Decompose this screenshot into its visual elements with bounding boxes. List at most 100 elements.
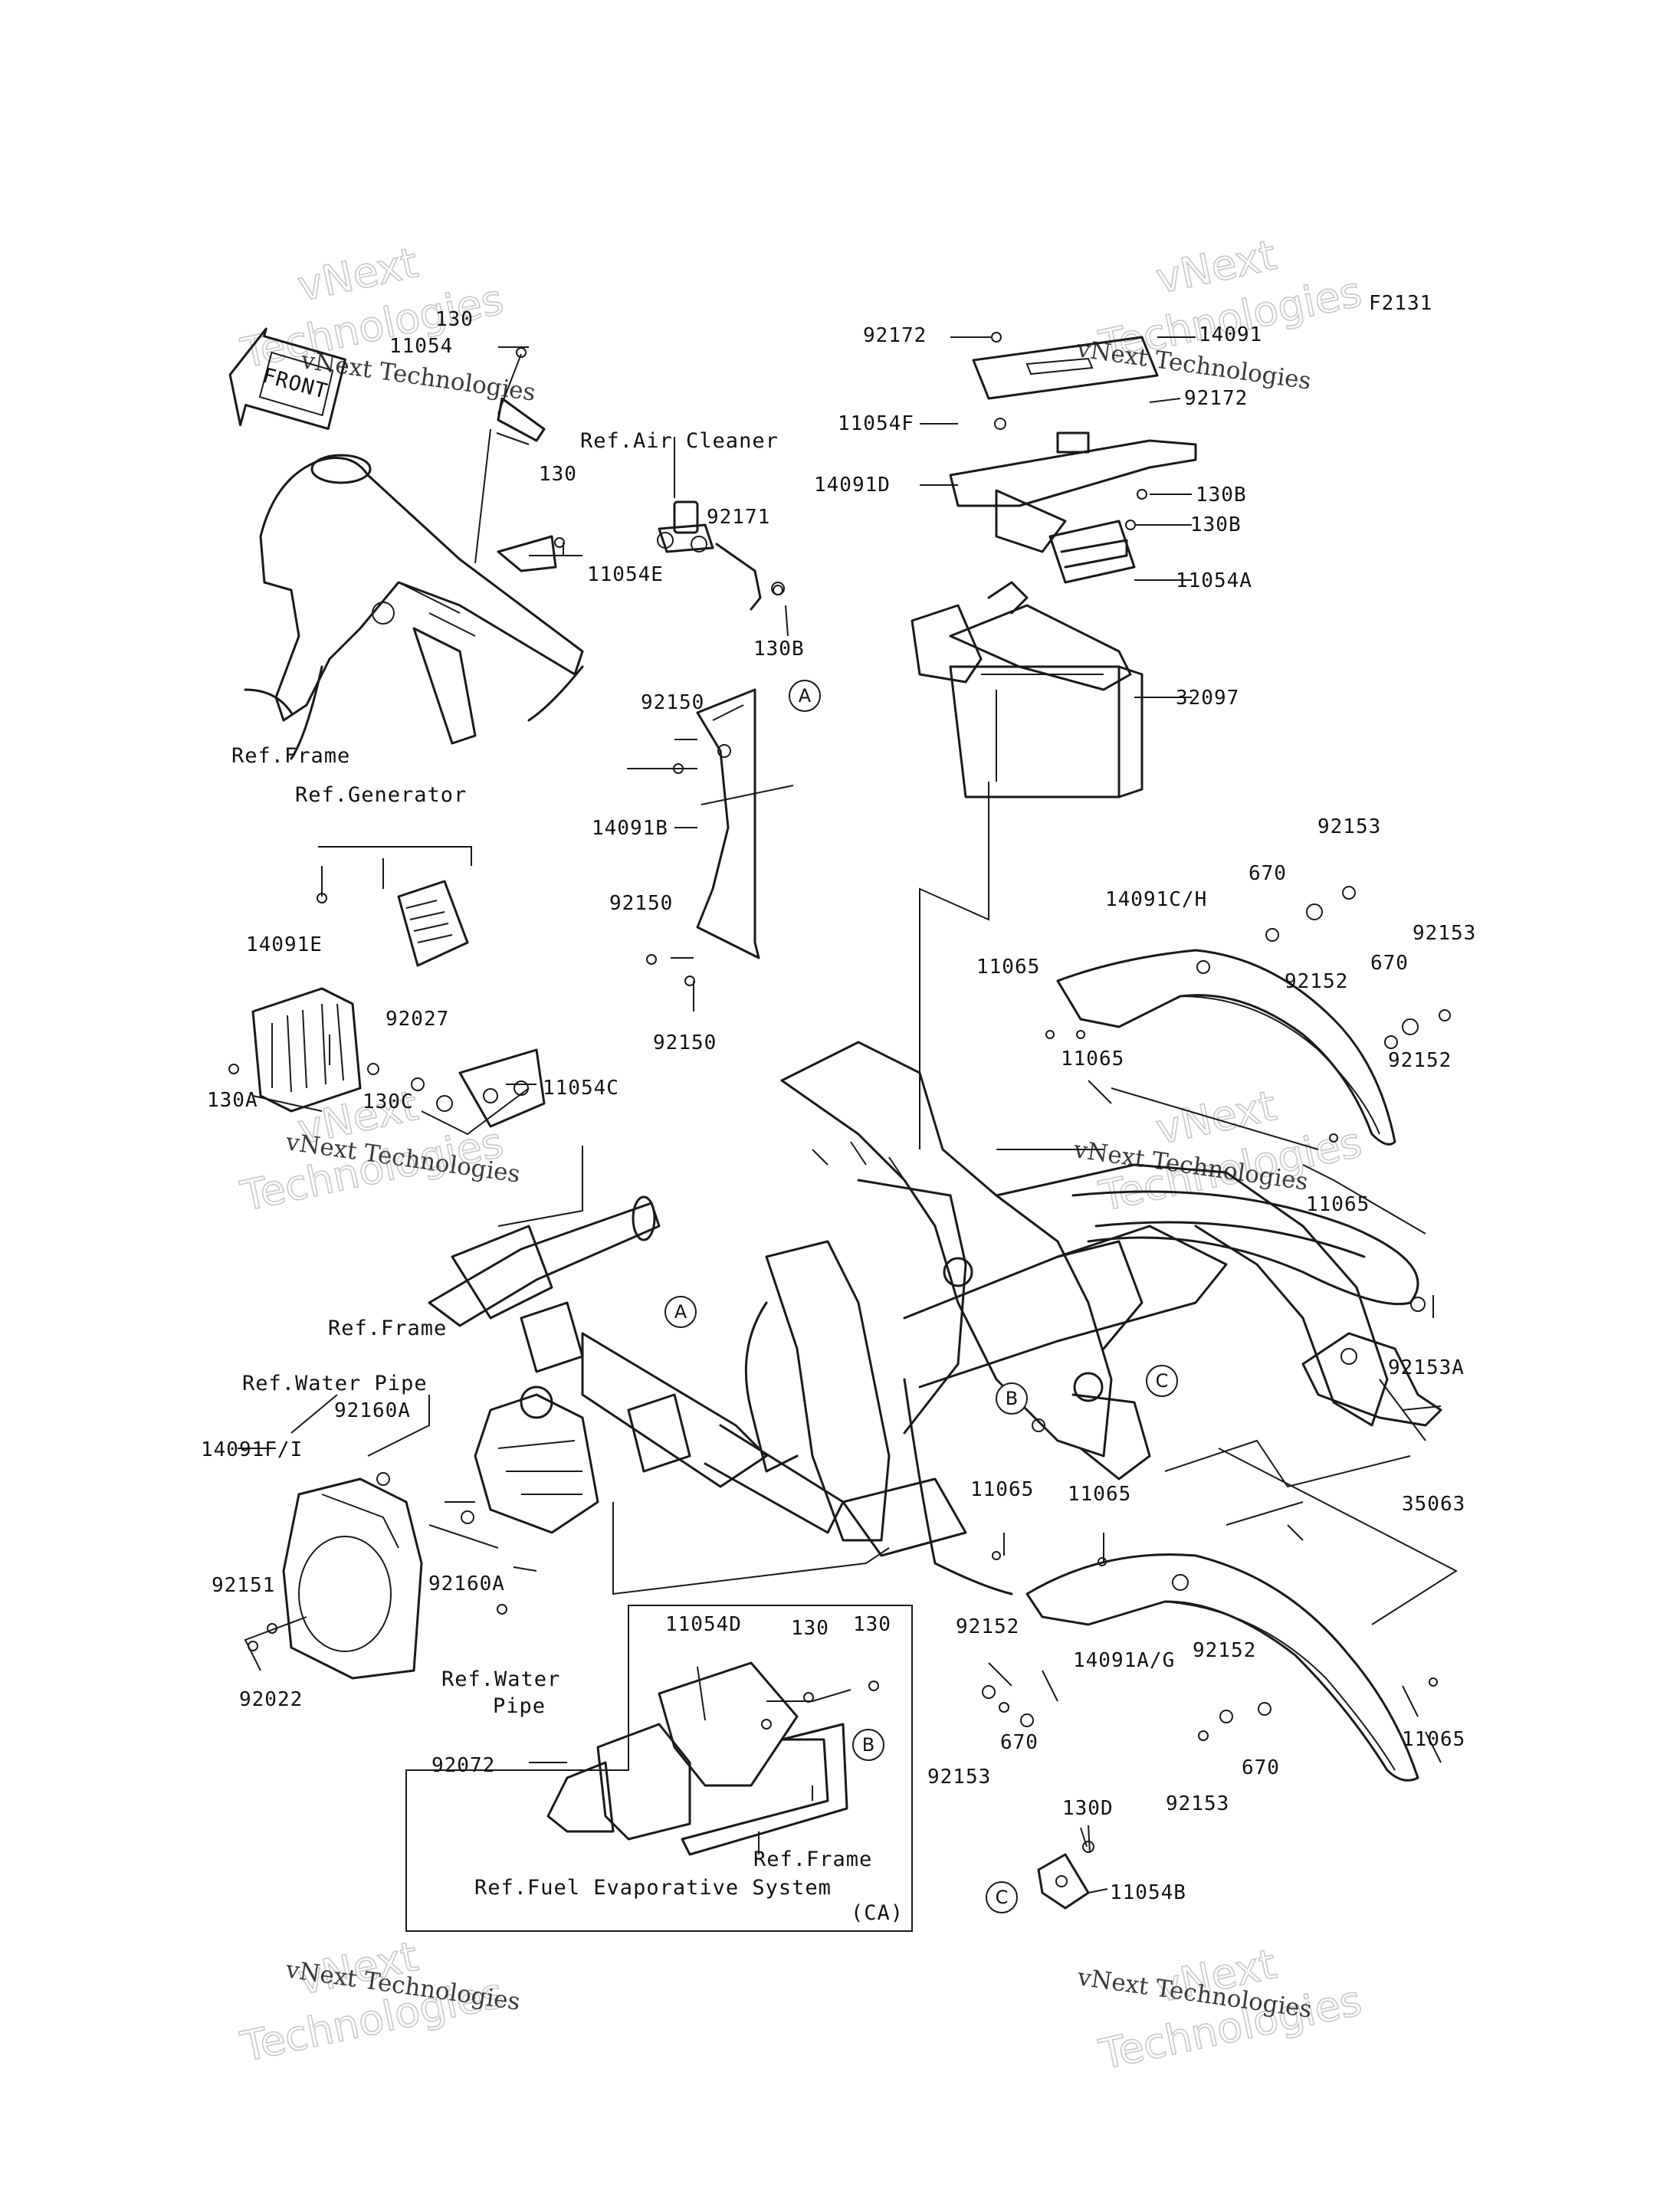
head-tube-frame-drawing xyxy=(244,397,584,760)
part-label: 130A xyxy=(207,1089,258,1112)
marker-a-frame: A xyxy=(664,1296,697,1328)
part-label: 92171 xyxy=(707,506,770,529)
part-label: 92151 xyxy=(212,1574,275,1597)
part-label: 92150 xyxy=(653,1031,717,1054)
part-label: 670 xyxy=(1249,862,1287,885)
part-label: 130B xyxy=(1196,484,1247,507)
part-label: 130 xyxy=(791,1617,829,1640)
main-frame-drawing xyxy=(744,1041,1419,1595)
part-label: 11054A xyxy=(1176,569,1252,592)
part-label: 11065 xyxy=(1402,1728,1465,1751)
part-label: 130C xyxy=(363,1090,414,1113)
part-label: 14091 xyxy=(1199,323,1262,346)
ref-water-pipe-top: Ref.Water Pipe xyxy=(242,1372,428,1395)
ref-water-pipe-bottom: Ref.Water xyxy=(441,1667,560,1691)
part-label: 92172 xyxy=(863,324,927,347)
part-label: 92153 xyxy=(1166,1792,1229,1815)
part-label: 130 xyxy=(435,308,474,331)
part-label: 35063 xyxy=(1402,1493,1465,1516)
part-label: 670 xyxy=(1000,1731,1039,1754)
part-label: 14091F/I xyxy=(201,1438,303,1461)
bracket-11054b-drawing xyxy=(1037,1827,1090,1910)
ref-frame-mid: Ref.Frame xyxy=(328,1317,447,1340)
marker-b-label: B xyxy=(862,1734,874,1756)
marker-b-frame: B xyxy=(996,1382,1028,1415)
part-label: 92152 xyxy=(956,1615,1019,1638)
ref-frame-top: Ref.Frame xyxy=(231,744,350,768)
part-number-labels: 130 11054 130 11054E 92171 130B 92172 14… xyxy=(201,308,1476,1904)
part-label: 92160A xyxy=(334,1399,411,1422)
part-label: 670 xyxy=(1370,952,1409,975)
part-label: 92072 xyxy=(431,1754,495,1777)
part-label: 11065 xyxy=(1068,1483,1131,1506)
part-label: 14091C/H xyxy=(1105,888,1207,911)
marker-c-label: C xyxy=(996,1887,1009,1908)
part-label: 11054B xyxy=(1110,1881,1186,1904)
part-label: 130B xyxy=(753,638,805,661)
ref-ca: (CA) xyxy=(851,1901,904,1925)
ref-air-cleaner: Ref.Air Cleaner xyxy=(580,429,779,453)
part-label: 92152 xyxy=(1193,1639,1256,1662)
marker-a-label: A xyxy=(674,1301,687,1323)
part-label: 130 xyxy=(539,463,577,486)
part-label: 92027 xyxy=(386,1008,449,1031)
bracket-35063-drawing xyxy=(1301,1332,1442,1427)
leader-lines xyxy=(238,336,1459,1894)
marker-c-label: C xyxy=(1156,1370,1169,1392)
part-label: 130B xyxy=(1190,513,1242,536)
part-label: 92022 xyxy=(239,1688,303,1711)
marker-b-box: B xyxy=(852,1729,884,1761)
part-label: 92153 xyxy=(1317,815,1381,838)
marker-b-label: B xyxy=(1006,1388,1018,1409)
battery-cover-drawing xyxy=(911,336,1197,798)
part-label: 11065 xyxy=(976,956,1040,979)
canister-box xyxy=(405,1605,913,1932)
cover-14091e-drawing xyxy=(251,987,362,1113)
ref-water-pipe-bottom: Pipe xyxy=(493,1694,546,1718)
water-pump-drawing xyxy=(474,1385,599,1534)
ref-fuel-evaporative-system: Ref.Fuel Evaporative System xyxy=(474,1876,832,1900)
lower-left-frame-drawing xyxy=(428,1195,845,1534)
part-label: 92153A xyxy=(1388,1356,1465,1379)
part-label: 92150 xyxy=(609,892,673,915)
part-label: 92172 xyxy=(1184,387,1248,410)
part-label: 11054E xyxy=(587,563,664,586)
part-label: 130 xyxy=(853,1613,891,1636)
rear-fender-14091ch-drawing xyxy=(1056,949,1396,1146)
part-label: 14091A/G xyxy=(1073,1649,1175,1672)
part-label: 32097 xyxy=(1176,687,1239,710)
marker-c-bottom: C xyxy=(986,1881,1018,1913)
part-label: 670 xyxy=(1242,1756,1280,1779)
part-label: 14091D xyxy=(814,474,891,497)
cover-14091fi-drawing xyxy=(282,1477,423,1680)
part-label: 92150 xyxy=(641,691,704,714)
bracket-14091b-drawing xyxy=(696,688,760,959)
ref-frame-box: Ref.Frame xyxy=(753,1848,872,1871)
air-cleaner-sensor-drawing xyxy=(657,500,785,611)
part-label: 92152 xyxy=(1285,970,1348,993)
part-label: 11054 xyxy=(389,335,453,358)
fasteners xyxy=(228,332,1451,1853)
marker-a-label: A xyxy=(799,685,812,707)
part-label: 92153 xyxy=(927,1766,991,1789)
part-label: 11054D xyxy=(665,1613,742,1636)
regulator-drawing xyxy=(397,880,546,1128)
part-label: 11065 xyxy=(970,1478,1034,1501)
part-label: 14091B xyxy=(592,817,668,840)
front-fender-14091ag-drawing xyxy=(1025,1553,1419,1782)
part-label: 92152 xyxy=(1388,1049,1452,1072)
part-label: 130D xyxy=(1062,1797,1114,1820)
part-label: 11065 xyxy=(1061,1048,1124,1071)
part-label: 11054C xyxy=(543,1077,619,1100)
marker-a-top: A xyxy=(789,680,821,712)
part-label: 11065 xyxy=(1306,1193,1370,1216)
part-label: 92153 xyxy=(1413,922,1476,945)
part-label: 14091E xyxy=(246,933,323,956)
ref-generator: Ref.Generator xyxy=(295,783,467,807)
part-label: 11054F xyxy=(838,412,914,435)
part-label: 92160A xyxy=(428,1572,505,1595)
marker-c-frame: C xyxy=(1146,1365,1178,1397)
diagram-code: F2131 xyxy=(1369,292,1432,315)
